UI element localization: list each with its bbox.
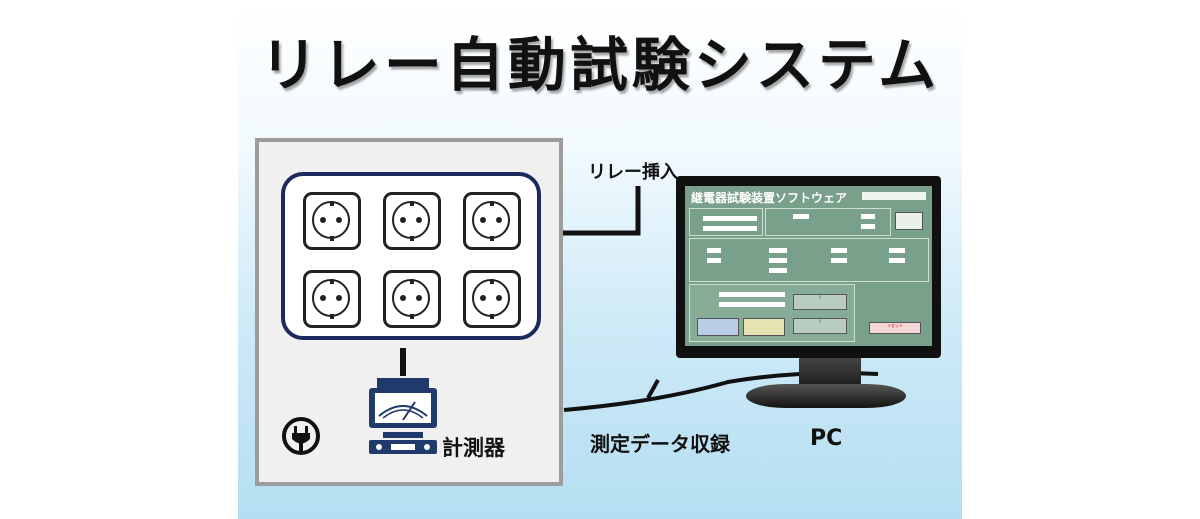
software-title: 継電器試験装置ソフトウェア: [691, 191, 848, 205]
relay-socket: [303, 192, 361, 250]
pc-label: PC: [810, 426, 843, 451]
model-field: [703, 226, 757, 231]
relay-socket: [303, 270, 361, 328]
condition-section: [765, 208, 891, 236]
software-date-field: [862, 192, 926, 200]
relay-socket: [383, 270, 441, 328]
socket-to-meter-wire: [400, 348, 406, 376]
lot-number-field: [719, 302, 785, 307]
relay-insert-label: リレー挿入: [588, 162, 678, 183]
relay-socket: [463, 270, 521, 328]
software-screen: 継電器試験装置ソフトウェア 0 0: [685, 186, 932, 346]
test-fixture-box: 計測器: [255, 138, 563, 486]
relay-socket: [463, 192, 521, 250]
settings-section: [689, 208, 763, 236]
name-field: [703, 216, 757, 221]
monitor-base: [746, 384, 906, 408]
reset-button[interactable]: リセット: [869, 322, 921, 334]
type-field: [719, 292, 785, 297]
run-count-display: 0: [793, 294, 847, 310]
test-parameter-section: [689, 238, 929, 282]
relay-socket-panel: [281, 172, 541, 340]
pc-monitor: 継電器試験装置ソフトウェア 0 0: [676, 176, 941, 358]
ok-count-display: 0: [793, 318, 847, 334]
power-plug-icon: [282, 417, 320, 455]
stop-test-button[interactable]: [743, 318, 785, 336]
page-title: リレー自動試験システム: [259, 31, 941, 99]
relay-socket: [383, 192, 441, 250]
diagram-panel: リレー自動試験システム リレー挿入: [238, 0, 962, 519]
measuring-instrument-icon: [369, 378, 437, 454]
start-test-button[interactable]: [697, 318, 739, 336]
meter-label: 計測器: [442, 436, 505, 460]
data-recording-label: 測定データ収録: [590, 432, 730, 456]
settings-button[interactable]: [895, 212, 923, 230]
